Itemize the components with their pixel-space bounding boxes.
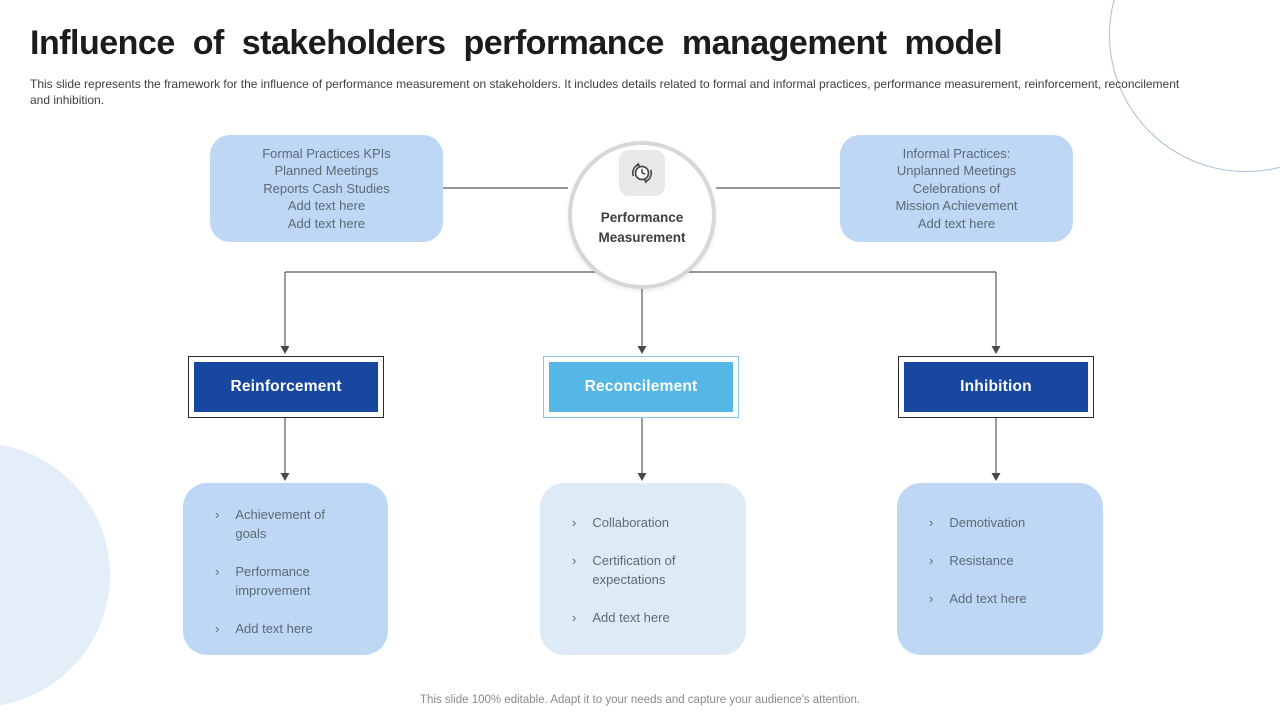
formal-line: Add text here (287, 215, 366, 231)
reinforcement-list: › Achievement of goals › Performance imp… (215, 505, 370, 638)
list-item: › Demotivation (929, 515, 1026, 530)
informal-line: Informal Practices: (902, 145, 1011, 161)
list-item: › Certification of expectations (572, 553, 676, 587)
chevron-bullet: › (215, 621, 220, 636)
list-item: › Add text here (929, 591, 1027, 606)
inhibition-label: Inhibition (904, 362, 1088, 412)
formal-line: Planned Meetings (274, 163, 379, 179)
list-item: › Add text here (572, 610, 670, 625)
list-item: › Add text here (215, 621, 313, 636)
formal-practices-box[interactable]: Formal Practices KPIs Planned Meetings R… (210, 135, 443, 242)
list-item: › Performance improvement (215, 564, 311, 598)
reconcilement-label: Reconcilement (549, 362, 733, 412)
reconcilement-list-box[interactable]: › Collaboration › Certification of expec… (540, 483, 746, 655)
inhibition-header-box[interactable]: Inhibition (898, 356, 1094, 418)
chevron-bullet: › (929, 591, 934, 606)
slide-subtitle[interactable]: This slide represents the framework for … (30, 77, 1180, 107)
list-item: › Resistance (929, 553, 1014, 568)
reconcilement-list: › Collaboration › Certification of expec… (572, 513, 728, 627)
reinforcement-header-box[interactable]: Reinforcement (188, 356, 384, 418)
center-label-line1: Performance (600, 210, 684, 225)
formal-line: Reports Cash Studies (263, 180, 390, 196)
chevron-bullet: › (215, 507, 220, 522)
inhibition-list: › Demotivation › Resistance › Add text h… (929, 513, 1085, 608)
formal-line: Formal Practices KPIs (262, 145, 391, 161)
clock-sync-icon (619, 150, 665, 196)
center-node-label: Performance Measurement (598, 208, 685, 248)
reinforcement-label: Reinforcement (194, 362, 378, 412)
footer-note: This slide 100% editable. Adapt it to yo… (419, 694, 861, 706)
chevron-bullet: › (572, 515, 577, 530)
page-title[interactable]: Influence of stakeholders performance ma… (30, 24, 1003, 62)
reinforcement-list-box[interactable]: › Achievement of goals › Performance imp… (183, 483, 388, 655)
list-item: › Collaboration (572, 515, 669, 530)
inhibition-list-box[interactable]: › Demotivation › Resistance › Add text h… (897, 483, 1103, 655)
chevron-bullet: › (215, 564, 220, 579)
performance-measurement-node[interactable]: Performance Measurement (568, 141, 716, 289)
informal-line: Add text here (917, 215, 996, 231)
informal-line: Celebrations of (912, 180, 1001, 196)
formal-line: Add text here (287, 198, 366, 214)
chevron-bullet: › (929, 553, 934, 568)
chevron-bullet: › (572, 553, 577, 568)
list-item: › Achievement of goals (215, 507, 325, 541)
chevron-bullet: › (572, 610, 577, 625)
reconcilement-header-box[interactable]: Reconcilement (543, 356, 739, 418)
chevron-bullet: › (929, 515, 934, 530)
informal-line: Mission Achievement (895, 198, 1018, 214)
informal-line: Unplanned Meetings (896, 163, 1017, 179)
informal-practices-box[interactable]: Informal Practices: Unplanned Meetings C… (840, 135, 1073, 242)
center-label-line2: Measurement (598, 230, 686, 245)
